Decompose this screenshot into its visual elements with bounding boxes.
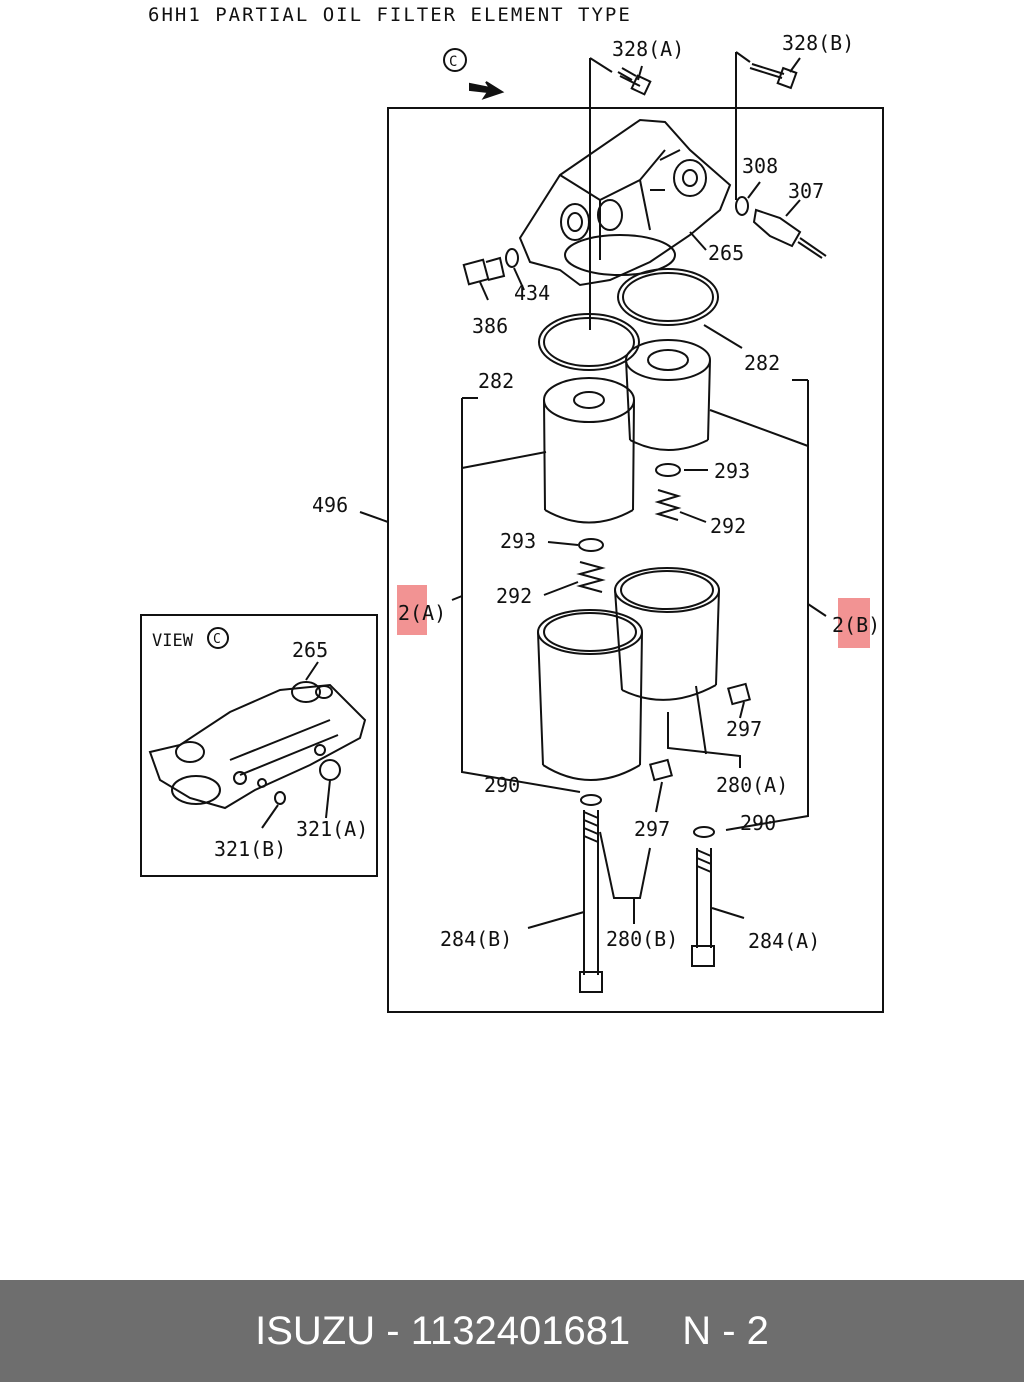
label-284b: 284(B) [440,927,512,951]
label-328b: 328(B) [782,31,854,55]
washer-308 [735,196,749,216]
washer-290-right [693,826,715,838]
bolt-328a [617,67,652,96]
inset-filter-head [148,681,367,810]
brand-name: ISUZU [255,1308,376,1353]
highlight-2b [838,598,870,648]
center-bolt-284a [691,848,715,967]
label-282-left: 282 [478,369,514,393]
label-297-left: 297 [634,817,670,841]
label-386: 386 [472,314,508,338]
drain-plug-297-right [727,682,751,706]
washer-290-left [580,794,602,806]
label-2a: 2(A) [398,601,446,625]
inset-view-c-marker [207,627,229,649]
washer-434 [505,248,519,268]
label-293-right: 293 [714,459,750,483]
part-number: 1132401681 [410,1308,631,1353]
view-c-marker [443,48,505,100]
label-280a: 280(A) [716,773,788,797]
inset-label-265: 265 [292,638,328,662]
label-290-right: 290 [740,811,776,835]
drain-plug-297-left [649,758,673,782]
main-frame [387,107,884,1013]
filter-element-right [625,339,711,451]
label-297-right: 297 [726,717,762,741]
label-292-left: 292 [496,584,532,608]
diagram-title: 6HH1 PARTIAL OIL FILTER ELEMENT TYPE [148,4,632,26]
page-code: N - 2 [682,1308,769,1353]
part-info-footer: ISUZU - 1132401681 N - 2 [0,1280,1024,1382]
footer-separator: - [386,1308,400,1353]
bolt-328b [749,63,798,90]
filter-head-265 [518,118,732,287]
center-bolt-284b [579,810,603,993]
label-280b: 280(B) [606,927,678,951]
label-328a: 328(A) [612,37,684,61]
inset-frame [140,614,378,877]
inset-view-marker-label: C [213,632,221,647]
parts-diagram: C 328(A) 328(B) 308 307 265 434 386 282 … [140,31,884,1013]
filter-element-left [543,377,635,524]
sensor-307 [752,208,827,259]
label-282-right: 282 [744,351,780,375]
label-307: 307 [788,179,824,203]
canister-280b [537,609,643,781]
inset-view-label: VIEW [152,631,194,651]
label-321a: 321(A) [296,817,368,841]
washer-293-right [655,463,681,477]
label-308: 308 [742,154,778,178]
o-ring-282-left [538,313,640,371]
view-marker-label: C [449,54,457,70]
label-321b: 321(B) [214,837,286,861]
spring-292-right [654,489,682,521]
label-284a: 284(A) [748,929,820,953]
spring-292-left [576,561,606,593]
label-2b: 2(B) [832,613,880,637]
o-ring-282-right [617,268,719,326]
label-434: 434 [514,281,550,305]
label-292-right: 292 [710,514,746,538]
highlight-2a [397,585,427,635]
label-265: 265 [708,241,744,265]
label-496: 496 [312,493,348,517]
label-293-left: 293 [500,529,536,553]
canister-280a [614,567,720,701]
bolt-386 [462,256,506,286]
label-290-left: 290 [484,773,520,797]
washer-293-left [578,538,604,552]
